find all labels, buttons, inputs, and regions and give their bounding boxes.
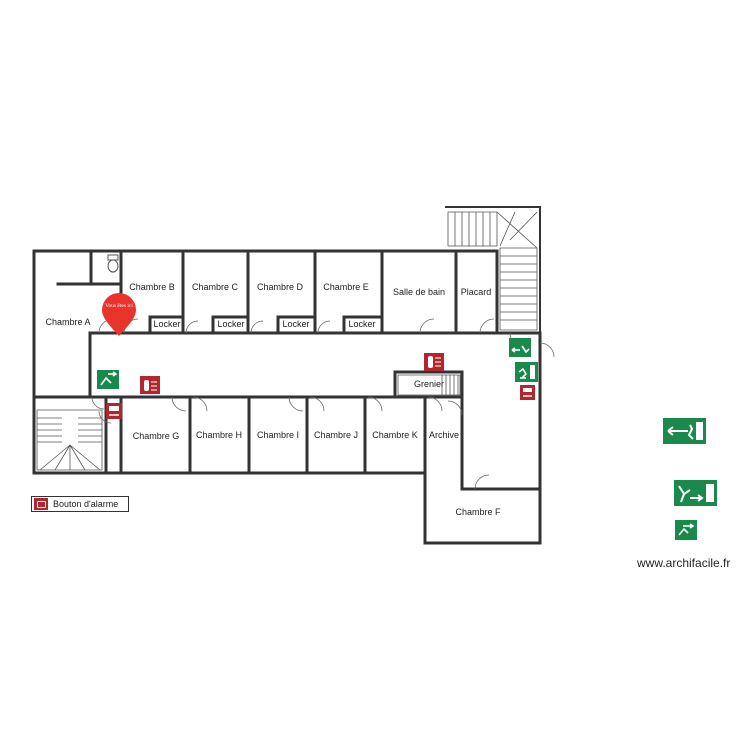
- stairs-upper: [447, 211, 538, 331]
- room-label-locker-2: Locker: [217, 319, 244, 329]
- room-label-chambre-j: Chambre J: [314, 430, 358, 440]
- room-label-chambre-i: Chambre I: [257, 430, 299, 440]
- room-label-chambre-h: Chambre H: [196, 430, 242, 440]
- alarm-button-icon: [106, 403, 122, 419]
- room-label-chambre-c: Chambre C: [192, 282, 239, 292]
- legend-label: Bouton d'alarme: [53, 499, 119, 509]
- alarm-button-icon: [520, 385, 535, 400]
- legend: Bouton d'alarme: [31, 496, 129, 512]
- room-label-locker-4: Locker: [348, 319, 375, 329]
- toilet-icon: [107, 254, 119, 273]
- room-label-chambre-k: Chambre K: [372, 430, 418, 440]
- exit-sign-icon: [663, 418, 706, 444]
- you-are-here-marker: Vous êtes ici: [102, 293, 136, 336]
- exit-sign-icon: [509, 338, 531, 357]
- exit-sign-icon: [97, 370, 119, 389]
- room-label-chambre-e: Chambre E: [323, 282, 369, 292]
- walls: [32, 206, 542, 545]
- exit-sign-icon: [675, 520, 697, 540]
- fire-extinguisher-icon: [140, 376, 160, 394]
- watermark: www.archifacile.fr: [637, 556, 731, 570]
- room-label-salle-de-bain: Salle de bain: [393, 287, 445, 297]
- room-label-placard: Placard: [461, 287, 492, 297]
- alarm-button-icon: [34, 498, 48, 510]
- room-label-chambre-g: Chambre G: [133, 431, 180, 441]
- stairs-grenier: [397, 374, 461, 396]
- room-label-chambre-f: Chambre F: [455, 507, 501, 517]
- marker-text: Vous êtes ici: [105, 303, 133, 309]
- doors: [91, 318, 555, 490]
- room-label-chambre-a: Chambre A: [45, 317, 90, 327]
- stairs-lower-left: [36, 409, 103, 471]
- room-label-grenier: Grenier: [414, 379, 444, 389]
- room-label-locker-1: Locker: [153, 319, 180, 329]
- room-label-chambre-b: Chambre B: [129, 282, 175, 292]
- room-label-chambre-d: Chambre D: [257, 282, 304, 292]
- exit-sign-icon: [674, 480, 717, 506]
- room-label-locker-3: Locker: [282, 319, 309, 329]
- room-label-archive: Archive: [429, 430, 459, 440]
- fire-extinguisher-icon: [424, 353, 444, 371]
- exit-sign-icon: [515, 362, 538, 382]
